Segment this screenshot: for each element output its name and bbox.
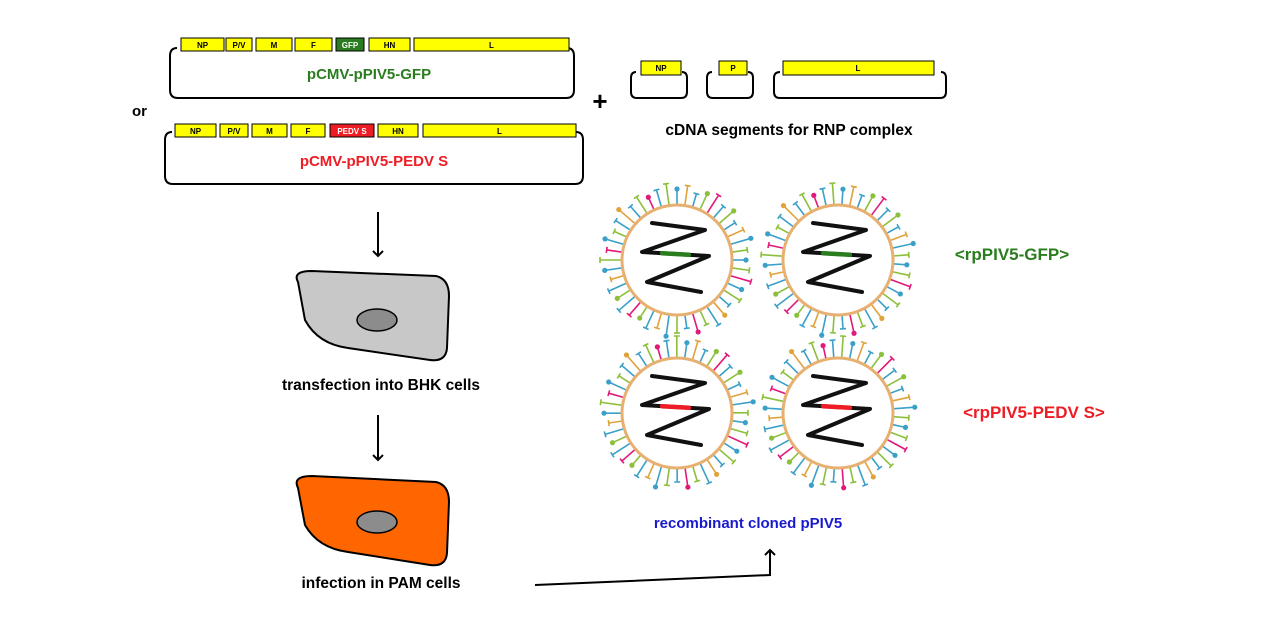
rnp-l-label: L	[856, 64, 861, 73]
bhk-cell	[297, 271, 449, 360]
pam-nucleus	[357, 511, 397, 533]
virus-pedv-1	[600, 336, 755, 490]
rnp-np-plasmid	[631, 72, 687, 98]
or-label: or	[132, 103, 147, 120]
plasmid-gfp-gene-np-label: NP	[197, 41, 209, 50]
rnp-p-plasmid	[707, 72, 753, 98]
plasmid-pedv-gene-l-label: L	[497, 127, 502, 136]
virus-gfp-2-envelope	[783, 205, 893, 315]
virus-pedv-2-insert	[823, 406, 850, 408]
virus-gfp-2-insert	[823, 253, 850, 255]
pam-cell	[297, 476, 449, 565]
virus-pedv-2	[762, 336, 917, 490]
plasmid-pedv-gene-p-v-label: P/V	[228, 127, 242, 136]
rnp-segments: NP P L	[631, 61, 946, 98]
plus-sign: +	[592, 86, 607, 116]
plasmid-gfp-gene-f-label: F	[311, 41, 316, 50]
virus-label-gfp: <rpPIV5-GFP>	[955, 245, 1069, 264]
rnp-p-label: P	[730, 64, 736, 73]
arrow-to-recombinant	[535, 550, 770, 585]
virus-pedv-1-insert	[662, 406, 689, 408]
transfection-label: transfection into BHK cells	[282, 377, 480, 394]
plasmid-pedv-gene-pedv-s-label: PEDV S	[337, 127, 367, 136]
infection-label: infection in PAM cells	[301, 575, 460, 592]
virus-gfp-1-insert	[662, 253, 689, 255]
virus-particles	[600, 183, 917, 490]
plasmid-pedv: NP P/V M F PEDV S HN L pCMV-pPIV5-PEDV S	[165, 124, 583, 184]
plasmid-pedv-gene-m-label: M	[266, 127, 273, 136]
plasmid-gfp: NP P/V M F GFP HN L pCMV-pPIV5-GFP	[170, 38, 574, 98]
virus-pedv-2-envelope	[783, 358, 893, 468]
plasmid-gfp-gene-m-label: M	[271, 41, 278, 50]
rnp-l-plasmid	[774, 72, 946, 98]
plasmid-gfp-gene-gfp-label: GFP	[342, 41, 359, 50]
plasmid-pedv-gene-np-label: NP	[190, 127, 202, 136]
virus-gfp-2	[761, 183, 916, 338]
rnp-caption: cDNA segments for RNP complex	[665, 122, 913, 139]
virus-pedv-1-envelope	[622, 358, 732, 468]
plasmid-pedv-genes: NP P/V M F PEDV S HN L	[175, 124, 576, 137]
rnp-np-label: NP	[655, 64, 667, 73]
plasmid-gfp-gene-p-v-label: P/V	[233, 41, 247, 50]
bhk-nucleus	[357, 309, 397, 331]
virus-gfp-1-envelope	[622, 205, 732, 315]
plasmid-gfp-gene-l-label: L	[489, 41, 494, 50]
plasmid-gfp-genes: NP P/V M F GFP HN L	[181, 38, 569, 51]
plasmid-pedv-gene-hn-label: HN	[392, 127, 404, 136]
plasmid-pedv-name: pCMV-pPIV5-PEDV S	[300, 153, 448, 170]
virus-label-pedv: <rpPIV5-PEDV S>	[963, 403, 1105, 422]
virus-gfp-1	[600, 183, 753, 338]
plasmid-gfp-name: pCMV-pPIV5-GFP	[307, 66, 431, 83]
plasmid-gfp-gene-hn-label: HN	[384, 41, 396, 50]
plasmid-pedv-gene-f-label: F	[306, 127, 311, 136]
recombinant-caption: recombinant cloned pPIV5	[654, 515, 842, 532]
